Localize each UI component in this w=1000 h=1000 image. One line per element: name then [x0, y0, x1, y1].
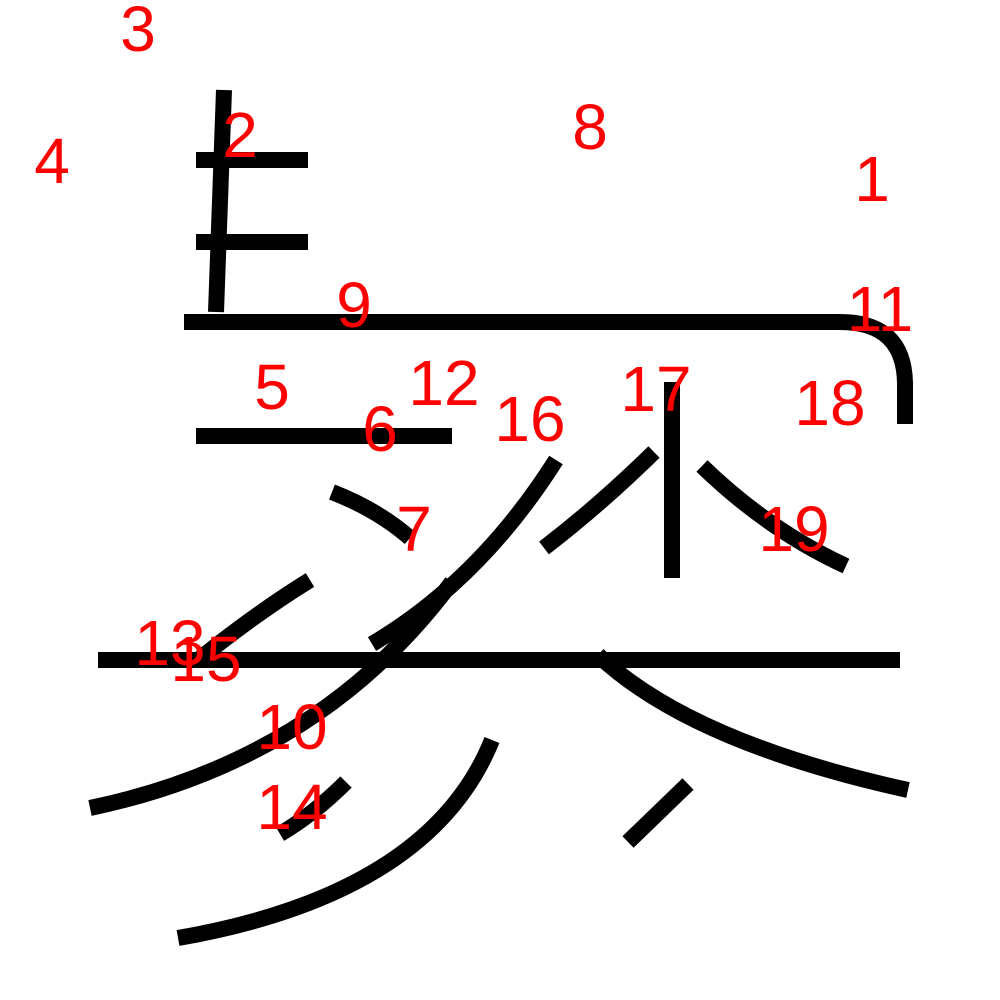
stroke-number-12: 12 — [408, 347, 479, 419]
stroke-path-tick-bottom-left — [275, 776, 352, 841]
stroke-number-19: 19 — [758, 493, 829, 565]
stroke-number-18: 18 — [794, 367, 865, 439]
strokes — [88, 89, 913, 946]
stroke-path-dot-left — [329, 484, 416, 545]
stroke-number-11: 11 — [847, 273, 913, 345]
stroke-path-bottom-curve — [176, 737, 500, 946]
stroke-number-2: 2 — [222, 99, 258, 171]
stroke-number-6: 6 — [362, 393, 398, 465]
stroke-number-13: 13 — [134, 607, 205, 679]
stroke-path-right-fall — [696, 460, 850, 574]
stroke-number-8: 8 — [572, 91, 608, 163]
stroke-path-tick-left — [193, 573, 315, 667]
stroke-number-14: 14 — [256, 771, 327, 843]
stroke-number-16: 16 — [494, 383, 565, 455]
stroke-number-10: 10 — [256, 691, 327, 763]
stroke-number-17: 17 — [620, 353, 691, 425]
stroke-number-15: 15 — [170, 623, 241, 695]
stroke-number-4: 4 — [34, 125, 70, 197]
stroke-path-sweep-left — [88, 577, 459, 816]
stroke-path-left-fall — [539, 446, 660, 555]
stroke-number-7: 7 — [396, 493, 432, 565]
stroke-number-labels: 1 2 3 4 5 6 7 8 9 10 11 12 13 14 15 16 1… — [34, 0, 913, 843]
stroke-path-roof — [184, 314, 913, 424]
stroke-path-tick-bottom-right — [622, 778, 694, 848]
stroke-number-1: 1 — [854, 143, 890, 215]
stroke-number-9: 9 — [336, 269, 372, 341]
stroke-number-3: 3 — [120, 0, 156, 65]
stroke-path-diagonal-upper — [367, 455, 563, 651]
stroke-path-sweep-right — [592, 649, 910, 798]
stroke-path-vertical-left — [208, 89, 232, 313]
stroke-number-5: 5 — [254, 351, 290, 423]
